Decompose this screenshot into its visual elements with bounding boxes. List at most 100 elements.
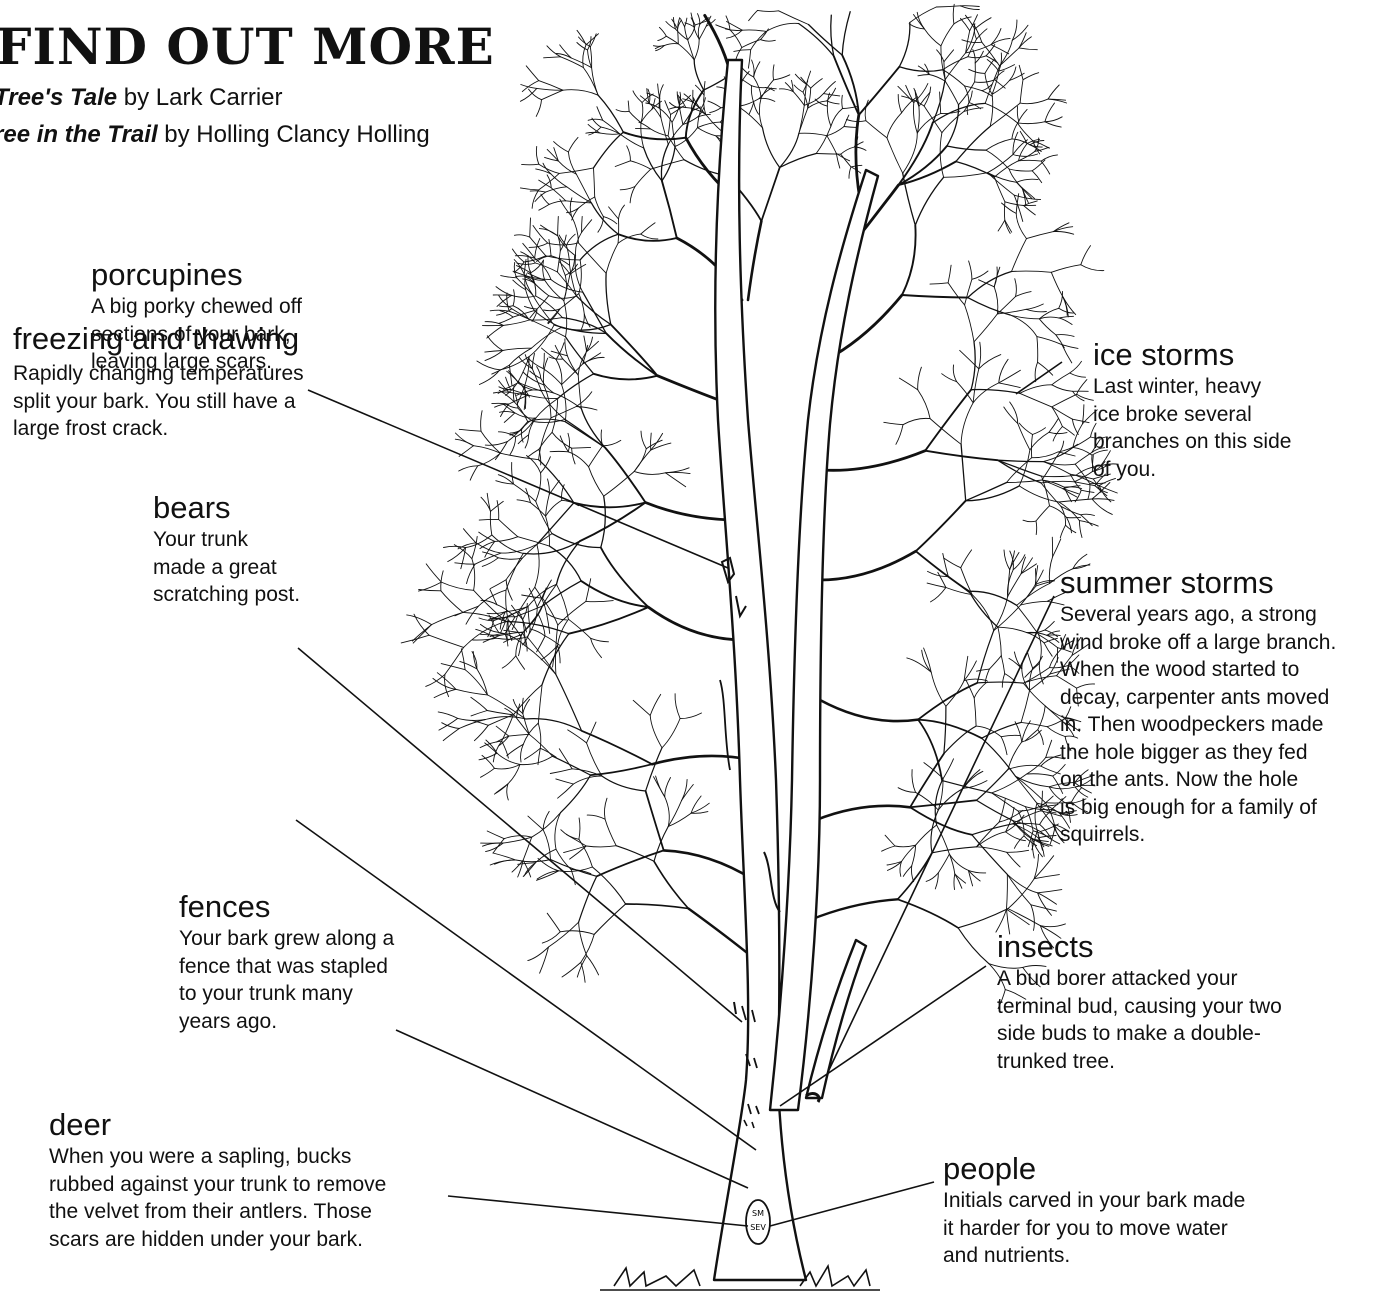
branch <box>941 24 954 46</box>
branch <box>969 261 972 279</box>
branch <box>969 591 998 627</box>
branch <box>1037 337 1038 363</box>
branch <box>567 187 592 203</box>
branch <box>1019 37 1031 48</box>
branch <box>641 223 655 234</box>
branch <box>506 558 522 580</box>
branch <box>682 785 694 801</box>
branch <box>541 194 549 204</box>
branch <box>898 899 959 928</box>
branch <box>544 309 560 311</box>
label-insects: insects A bud borer attacked your termin… <box>997 929 1282 1075</box>
branch <box>526 488 531 502</box>
branch <box>944 726 976 754</box>
branch <box>1015 722 1022 742</box>
branch <box>479 519 498 520</box>
right-trunk <box>770 170 878 1110</box>
branch <box>1021 690 1030 722</box>
branch <box>751 86 753 103</box>
branch <box>594 168 595 197</box>
branch <box>586 579 591 602</box>
branch <box>1049 419 1058 433</box>
branch <box>831 109 843 127</box>
branch <box>646 440 662 449</box>
carved-initials-top: SM <box>752 1209 764 1218</box>
branch <box>973 50 975 63</box>
branch <box>918 75 929 76</box>
branch <box>558 217 559 236</box>
branch <box>1021 601 1048 605</box>
branch <box>698 14 700 25</box>
branch <box>975 63 976 82</box>
branch <box>885 835 895 846</box>
branch <box>570 846 587 859</box>
branch <box>443 728 459 740</box>
branch <box>602 776 646 791</box>
branch <box>487 325 504 338</box>
branch <box>565 419 605 447</box>
branch <box>576 392 592 407</box>
branch <box>463 529 476 543</box>
branch <box>588 119 603 120</box>
branch <box>915 177 943 225</box>
branch <box>603 440 621 445</box>
branch <box>665 473 685 487</box>
branch <box>820 551 916 580</box>
branch <box>463 612 506 621</box>
label-title: fences <box>179 889 394 925</box>
branch <box>521 744 524 762</box>
branch <box>587 341 599 351</box>
branch <box>665 472 690 473</box>
branch <box>434 689 456 697</box>
branch <box>918 720 942 781</box>
branch <box>606 243 618 273</box>
label-deer: deer When you were a sapling, bucks rubb… <box>49 1107 386 1253</box>
branch <box>919 92 930 106</box>
branch <box>1004 550 1010 570</box>
branch <box>560 45 572 58</box>
branch <box>568 137 578 152</box>
branch <box>947 146 986 150</box>
branch <box>505 634 508 646</box>
branch <box>958 909 1008 928</box>
branch <box>523 699 530 713</box>
branch <box>1026 309 1046 312</box>
branch <box>646 748 662 791</box>
branch <box>472 559 475 591</box>
branch <box>1015 279 1017 297</box>
branch <box>547 613 550 633</box>
branch <box>485 351 503 353</box>
branch <box>554 142 569 152</box>
branch <box>844 127 857 128</box>
branch <box>1007 874 1037 892</box>
branch <box>592 867 625 904</box>
branch <box>1013 140 1028 155</box>
branch <box>490 860 516 865</box>
branch <box>664 44 678 46</box>
branch <box>497 753 520 764</box>
branch <box>896 425 903 445</box>
branch <box>999 799 1005 822</box>
branch <box>973 383 999 403</box>
branch <box>522 418 536 430</box>
branch <box>918 390 930 419</box>
branch <box>752 60 754 77</box>
branch <box>742 30 766 32</box>
branch <box>680 108 683 124</box>
branch <box>1073 391 1085 401</box>
branch <box>944 173 988 178</box>
branch <box>514 484 536 501</box>
branch <box>938 854 949 873</box>
branch <box>652 756 752 764</box>
branch <box>516 718 529 735</box>
branch <box>884 422 903 424</box>
branch <box>966 486 1020 501</box>
branch <box>558 374 594 399</box>
branch <box>432 612 463 624</box>
branch <box>990 94 993 126</box>
branch <box>948 283 965 305</box>
branch <box>562 385 566 422</box>
branch <box>695 21 707 25</box>
branch <box>531 260 544 273</box>
branch <box>982 738 1016 776</box>
